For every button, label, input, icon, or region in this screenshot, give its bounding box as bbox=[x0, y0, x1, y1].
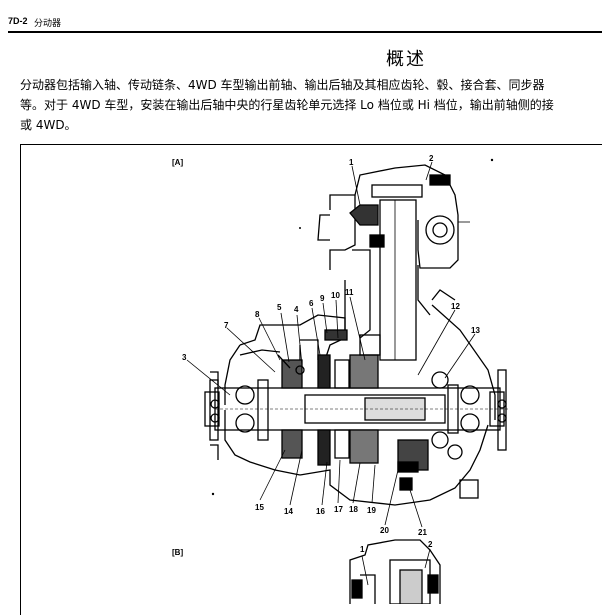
paragraph-line: 或 4WD。 bbox=[20, 118, 77, 132]
section-name: 分动器 bbox=[34, 19, 62, 29]
callout-number: 4 bbox=[294, 305, 299, 314]
callout-number: 2 bbox=[429, 154, 434, 163]
overview-paragraph: 分动器包括输入轴、传动链条、4WD 车型输出前轴、输出后轴及其相应齿轮、毂、接合… bbox=[20, 75, 602, 135]
page-title: 概述 bbox=[386, 49, 426, 70]
page-code: 7D-2 bbox=[8, 16, 28, 26]
callout-number: 11 bbox=[345, 288, 354, 297]
page-header: 7D-2 分动器 bbox=[8, 15, 602, 33]
callout-number: 5 bbox=[277, 303, 282, 312]
callout-number: 6 bbox=[309, 299, 314, 308]
callout-number: 16 bbox=[316, 507, 325, 516]
callout-number: 1 bbox=[349, 158, 354, 167]
callout-number: 19 bbox=[367, 506, 376, 515]
callout-number: 8 bbox=[255, 310, 260, 319]
callout-number: 9 bbox=[320, 294, 325, 303]
callout-number: 10 bbox=[331, 291, 340, 300]
callout-number: 17 bbox=[334, 505, 343, 514]
callout-number: 12 bbox=[451, 302, 460, 311]
callout-number: 2 bbox=[428, 540, 433, 549]
paragraph-line: 分动器包括输入轴、传动链条、4WD 车型输出前轴、输出后轴及其相应齿轮、毂、接合… bbox=[20, 78, 545, 92]
callout-number: 20 bbox=[380, 526, 389, 535]
callout-number: 21 bbox=[418, 528, 427, 537]
figure-label-b: [B] bbox=[172, 548, 184, 557]
callout-number: 3 bbox=[182, 353, 187, 362]
callout-number: 18 bbox=[349, 505, 358, 514]
paragraph-line: 等。对于 4WD 车型，安装在输出后轴中央的行星齿轮单元选择 Lo 档位或 Hi… bbox=[20, 98, 554, 112]
callout-number: 1 bbox=[360, 545, 365, 554]
figure-label-a: [A] bbox=[172, 158, 184, 167]
callout-number: 13 bbox=[471, 326, 480, 335]
callout-number: 15 bbox=[255, 503, 264, 512]
callout-number: 7 bbox=[224, 321, 229, 330]
callout-number: 14 bbox=[284, 507, 293, 516]
transfer-case-figure bbox=[20, 144, 602, 615]
